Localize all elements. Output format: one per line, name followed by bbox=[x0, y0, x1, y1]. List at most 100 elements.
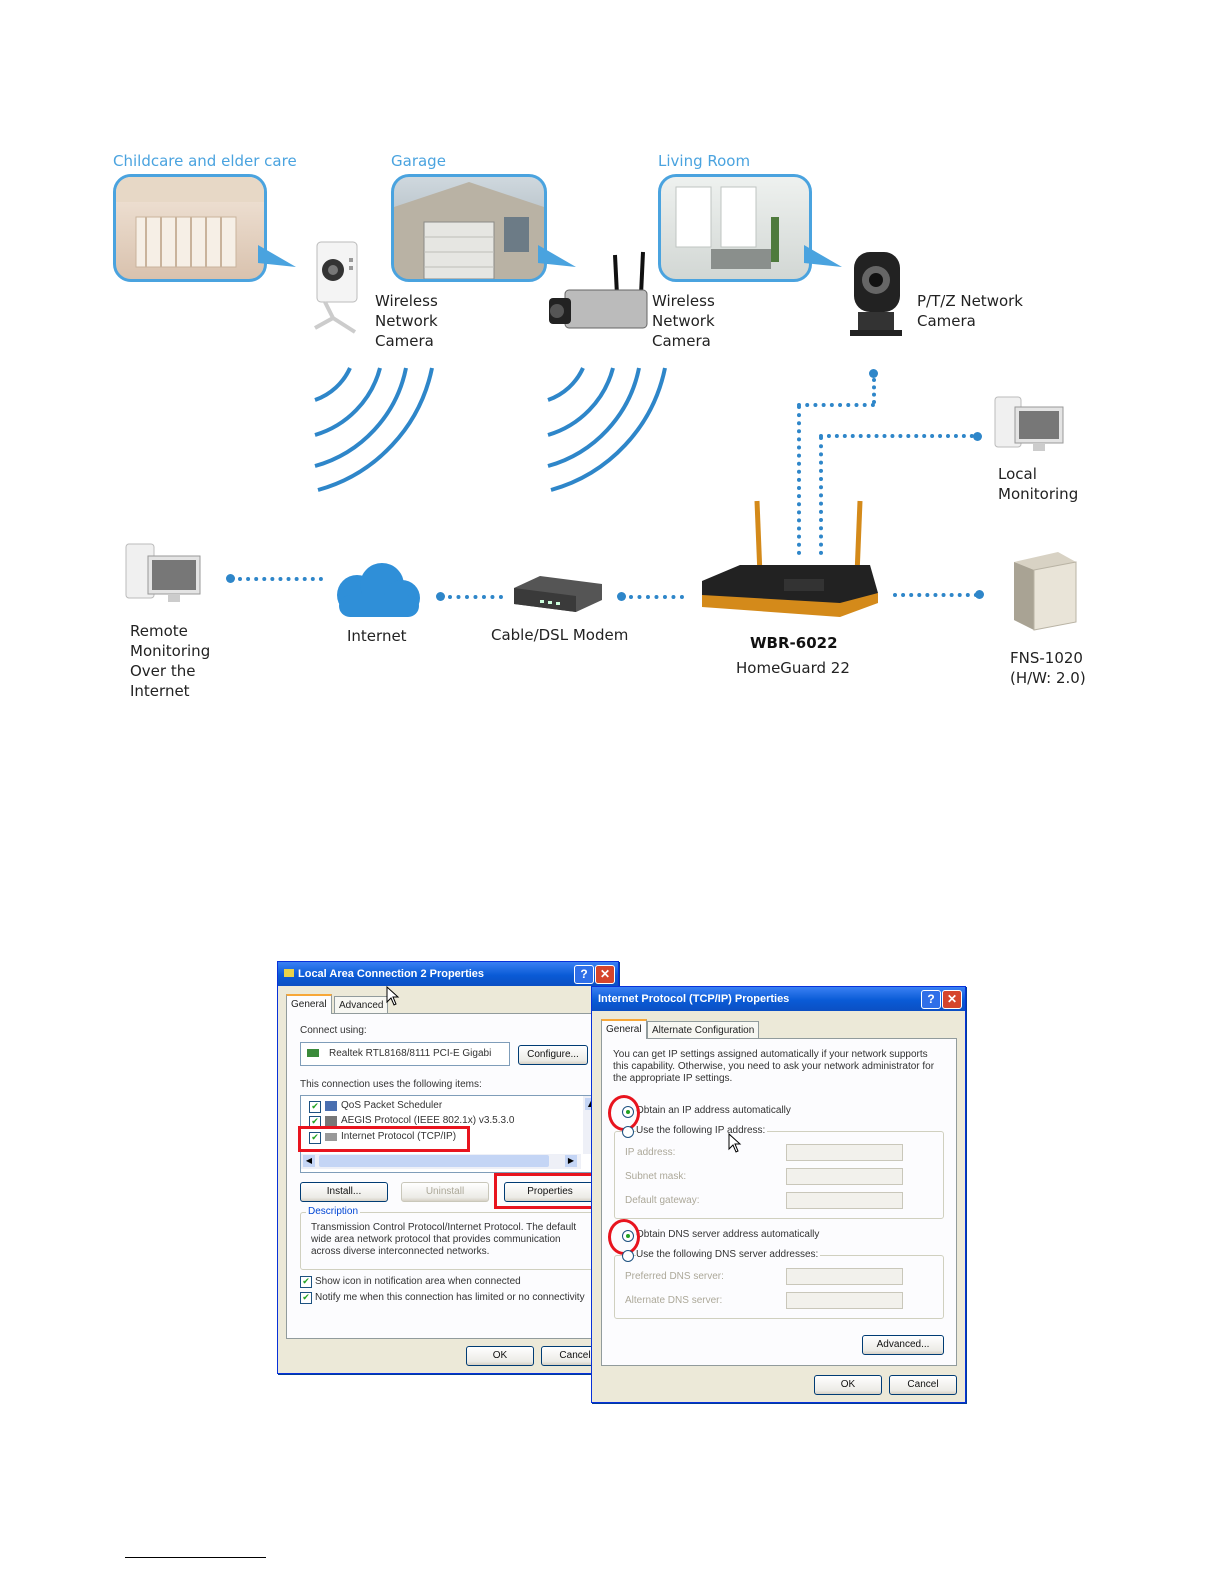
alternate-dns-field[interactable] bbox=[786, 1292, 903, 1309]
connector-dot bbox=[869, 369, 878, 378]
notify-label: Notify me when this connection has limit… bbox=[315, 1292, 585, 1303]
lac-title: Local Area Connection 2 Properties bbox=[298, 968, 485, 980]
connector-line bbox=[238, 577, 323, 581]
ok-button[interactable]: OK bbox=[814, 1375, 882, 1395]
subnet-mask-label: Subnet mask: bbox=[625, 1171, 687, 1182]
obtain-ip-label: Obtain an IP address automatically bbox=[636, 1105, 791, 1116]
connector-dot bbox=[226, 574, 235, 583]
show-icon-checkbox[interactable]: ✔ bbox=[300, 1276, 312, 1288]
router-icon bbox=[702, 500, 878, 617]
horizontal-scrollbar[interactable]: ◀ ▶ bbox=[301, 1154, 581, 1169]
subnet-mask-field[interactable] bbox=[786, 1168, 903, 1185]
nas-label: FNS-1020 (H/W: 2.0) bbox=[1010, 649, 1086, 687]
nas-storage-icon bbox=[1014, 552, 1077, 631]
use-ip-label: Use the following IP address: bbox=[636, 1125, 768, 1136]
ip-address-field[interactable] bbox=[786, 1144, 903, 1161]
connect-using-label: Connect using: bbox=[300, 1025, 367, 1036]
garage-photo bbox=[391, 174, 547, 282]
dns-group bbox=[614, 1255, 944, 1319]
camera-1-label: Wireless Network Camera bbox=[375, 292, 438, 350]
help-button[interactable]: ? bbox=[921, 990, 941, 1009]
scroll-thumb[interactable] bbox=[319, 1155, 549, 1167]
list-item[interactable]: AEGIS Protocol (IEEE 802.1x) v3.5.3.0 bbox=[341, 1115, 515, 1126]
checkbox[interactable]: ✔ bbox=[309, 1101, 321, 1113]
description-text: Transmission Control Protocol/Internet P… bbox=[311, 1222, 577, 1257]
footnote-rule bbox=[125, 1557, 266, 1558]
cancel-button[interactable]: Cancel bbox=[889, 1375, 957, 1395]
internet-cloud-icon bbox=[337, 563, 420, 617]
ok-button[interactable]: OK bbox=[466, 1346, 534, 1366]
alternate-dns-label: Alternate DNS server: bbox=[625, 1295, 723, 1306]
configure-button[interactable]: Configure... bbox=[518, 1045, 588, 1065]
highlight-properties-button bbox=[494, 1173, 596, 1209]
remote-monitoring-label: Remote Monitoring Over the Internet bbox=[130, 622, 211, 700]
childcare-photo bbox=[113, 174, 267, 282]
mouse-cursor-icon bbox=[386, 986, 400, 1006]
close-button[interactable]: ✕ bbox=[942, 990, 962, 1009]
connector-line bbox=[872, 378, 876, 404]
computer-icon bbox=[994, 396, 1064, 451]
connector-dot bbox=[973, 432, 982, 441]
list-item[interactable]: QoS Packet Scheduler bbox=[341, 1100, 443, 1111]
preferred-dns-field[interactable] bbox=[786, 1268, 903, 1285]
highlight-tcpip-item bbox=[298, 1126, 470, 1152]
lac-title-bar[interactable]: Local Area Connection 2 Properties ? ✕ bbox=[278, 962, 618, 986]
wireless-signal-icon bbox=[547, 367, 667, 492]
camera-2-label: Wireless Network Camera bbox=[652, 292, 715, 350]
computer-icon bbox=[125, 543, 201, 602]
uninstall-button[interactable]: Uninstall bbox=[401, 1182, 489, 1202]
description-label: Description bbox=[306, 1206, 361, 1217]
default-gateway-field[interactable] bbox=[786, 1192, 903, 1209]
connector-line bbox=[893, 593, 978, 597]
tcpip-properties-dialog: Internet Protocol (TCP/IP) Properties ? … bbox=[591, 986, 966, 1403]
intro-text: You can get IP settings assigned automat… bbox=[613, 1049, 935, 1084]
ptz-camera-icon bbox=[850, 252, 902, 336]
location-label-living-room: Living Room bbox=[658, 152, 751, 170]
preferred-dns-label: Preferred DNS server: bbox=[625, 1271, 724, 1282]
internet-label: Internet bbox=[347, 627, 407, 645]
use-dns-radio[interactable] bbox=[622, 1250, 634, 1262]
tab-general[interactable]: General bbox=[286, 994, 332, 1014]
bubble-tail bbox=[258, 245, 296, 267]
bubble-tail bbox=[804, 245, 842, 267]
ip-group bbox=[614, 1131, 944, 1219]
protocol-icon bbox=[325, 1133, 337, 1141]
use-ip-radio[interactable] bbox=[622, 1126, 634, 1138]
mouse-cursor-icon bbox=[728, 1133, 742, 1153]
connector-line bbox=[819, 436, 823, 555]
modem-label: Cable/DSL Modem bbox=[491, 626, 629, 644]
network-icon bbox=[284, 969, 294, 977]
wireless-signal-icon bbox=[314, 367, 434, 492]
list-item[interactable]: Internet Protocol (TCP/IP) bbox=[341, 1131, 457, 1142]
notify-checkbox[interactable]: ✔ bbox=[300, 1292, 312, 1304]
scroll-left-icon[interactable]: ◀ bbox=[303, 1155, 315, 1167]
tab-general[interactable]: General bbox=[601, 1019, 647, 1039]
install-button[interactable]: Install... bbox=[300, 1182, 388, 1202]
scroll-right-icon[interactable]: ▶ bbox=[565, 1155, 577, 1167]
help-button[interactable]: ? bbox=[574, 965, 594, 984]
components-list: ✔ QoS Packet Scheduler ✔ AEGIS Protocol … bbox=[300, 1095, 602, 1173]
tab-advanced[interactable]: Advanced bbox=[334, 996, 389, 1014]
living-room-photo bbox=[658, 174, 812, 282]
router-name-label: HomeGuard 22 bbox=[736, 659, 850, 677]
modem-icon bbox=[514, 576, 602, 612]
checkbox[interactable]: ✔ bbox=[309, 1132, 321, 1144]
advanced-button[interactable]: Advanced... bbox=[862, 1335, 944, 1355]
location-label-garage: Garage bbox=[391, 152, 446, 170]
use-dns-label: Use the following DNS server addresses: bbox=[636, 1249, 821, 1260]
default-gateway-label: Default gateway: bbox=[625, 1195, 700, 1206]
connector-dot bbox=[975, 590, 984, 599]
tab-alternate-configuration[interactable]: Alternate Configuration bbox=[647, 1021, 760, 1039]
wireless-camera-icon bbox=[314, 241, 358, 334]
close-button[interactable]: ✕ bbox=[595, 965, 615, 984]
network-card-icon bbox=[307, 1049, 319, 1057]
show-icon-label: Show icon in notification area when conn… bbox=[315, 1276, 521, 1287]
connector-line bbox=[797, 403, 875, 407]
local-monitoring-label: Local Monitoring bbox=[998, 465, 1079, 503]
adapter-name: Realtek RTL8168/8111 PCI-E Gigabi bbox=[329, 1048, 492, 1059]
router-model-label: WBR-6022 bbox=[750, 634, 838, 652]
tcpip-title-bar[interactable]: Internet Protocol (TCP/IP) Properties ? … bbox=[592, 987, 965, 1011]
connector-dot bbox=[436, 592, 445, 601]
ip-address-label: IP address: bbox=[625, 1147, 676, 1158]
tcpip-title: Internet Protocol (TCP/IP) Properties bbox=[598, 993, 790, 1005]
